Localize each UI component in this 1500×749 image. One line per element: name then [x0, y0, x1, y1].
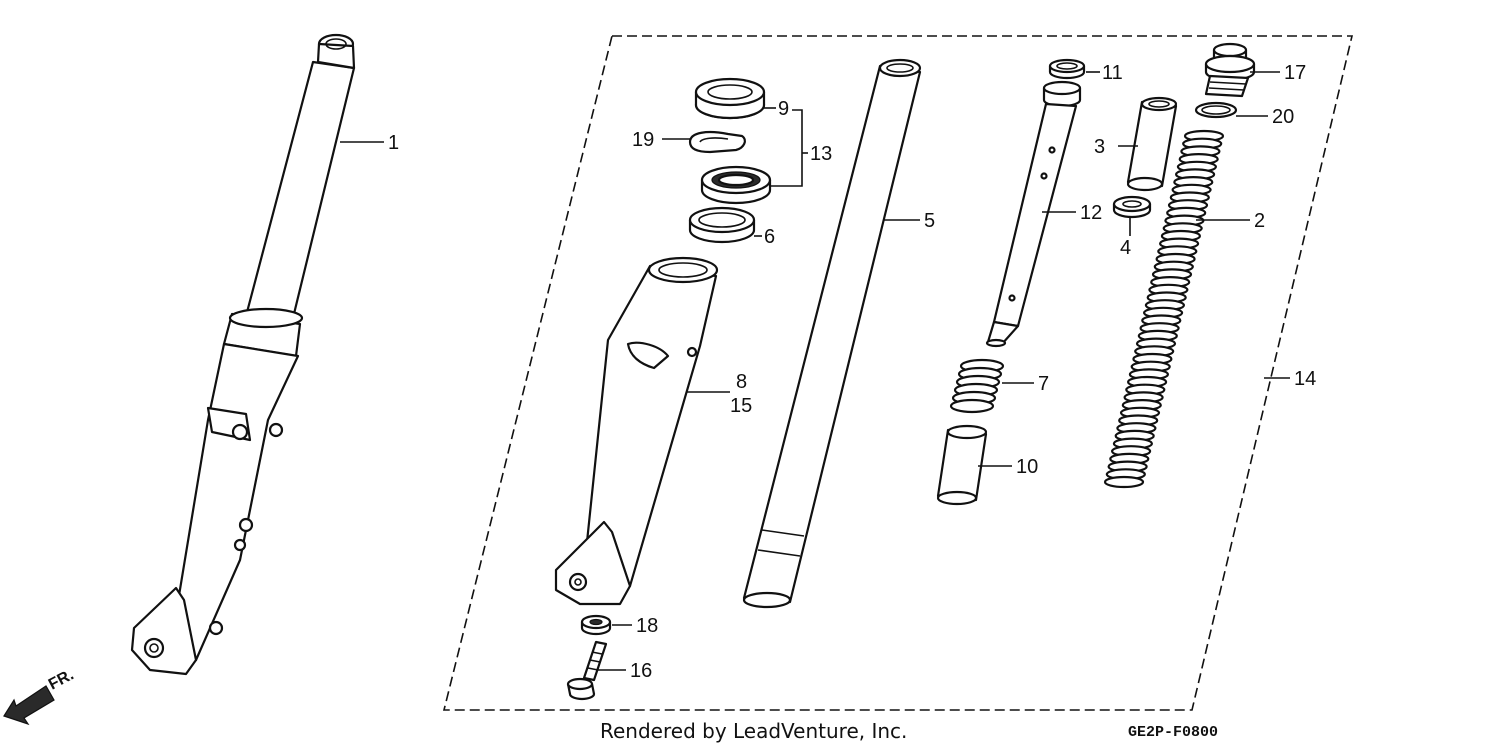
piston-ring-part-11[interactable] — [1048, 58, 1086, 80]
direction-label: FR. — [46, 666, 77, 693]
stopper-ring-part-19[interactable] — [688, 131, 746, 154]
backup-ring-part-6[interactable] — [688, 206, 756, 244]
callout-17: 17 — [1284, 62, 1306, 84]
diagram-code: GE2P-F0800 — [1128, 724, 1218, 741]
callout-11: 11 — [1102, 62, 1123, 84]
oil-lock-piece-part-10[interactable] — [936, 424, 988, 506]
callout-19: 19 — [632, 129, 654, 151]
callout-5: 5 — [924, 210, 935, 232]
dust-seal-part-9[interactable] — [694, 77, 766, 120]
spring-seat-part-4[interactable] — [1112, 195, 1152, 219]
spacer-collar-part-3[interactable] — [1126, 96, 1178, 192]
callout-7: 7 — [1038, 373, 1049, 395]
rendered-by-credit: Rendered by LeadVenture, Inc. — [600, 719, 907, 743]
callout-4: 4 — [1120, 237, 1131, 259]
fork-spring-part-2[interactable] — [1103, 129, 1225, 489]
fork-slider-part-8-15[interactable] — [554, 256, 719, 606]
callout-20: 20 — [1272, 106, 1294, 128]
callout-6: 6 — [764, 226, 775, 248]
callout-14: 14 — [1294, 368, 1316, 390]
fork-pipe-part-5[interactable] — [742, 58, 922, 609]
arrow-icon — [3, 685, 55, 726]
damper-rod-part-12[interactable] — [985, 80, 1082, 348]
rebound-spring-part-7[interactable] — [949, 358, 1005, 414]
callout-15: 15 — [730, 395, 752, 417]
callout-10: 10 — [1016, 456, 1038, 478]
callout-12: 12 — [1080, 202, 1102, 224]
callout-3: 3 — [1094, 136, 1105, 158]
exploded-view-frame — [442, 35, 1354, 711]
callout-8: 8 — [736, 371, 747, 393]
callout-2: 2 — [1254, 210, 1265, 232]
washer-part-18[interactable] — [580, 614, 612, 636]
callout-13: 13 — [810, 143, 832, 165]
oil-seal[interactable] — [700, 165, 772, 205]
callout-9: 9 — [778, 98, 789, 120]
spring-coil — [1103, 475, 1145, 489]
o-ring-part-20[interactable] — [1194, 101, 1238, 119]
assembled-fork-part-1[interactable] — [130, 33, 356, 676]
callout-18: 18 — [636, 615, 658, 637]
callout-16: 16 — [630, 660, 652, 682]
fork-bolt-part-17[interactable] — [1204, 42, 1256, 98]
callout-1: 1 — [388, 132, 399, 154]
socket-bolt-part-16[interactable] — [566, 640, 608, 701]
front-direction-arrow: FR. — [3, 666, 77, 726]
